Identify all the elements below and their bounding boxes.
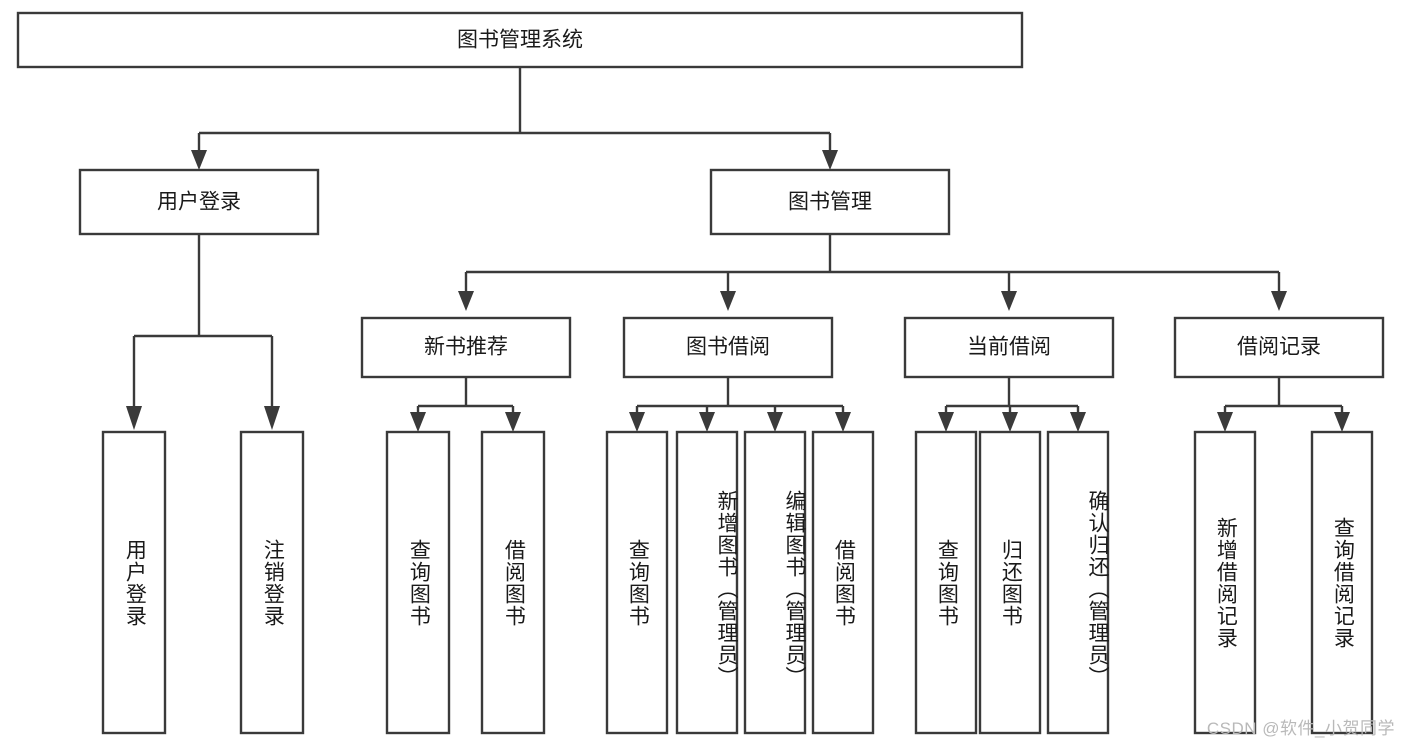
arrow-head-icon [191, 150, 207, 170]
node-leaf-user-login[interactable] [101, 430, 167, 735]
node-root[interactable] [16, 11, 1024, 69]
node-leaf-borrow-book-2[interactable] [811, 430, 875, 735]
node-book-management-label: 图书管理 [788, 191, 872, 214]
arrow-head-icon [720, 291, 736, 311]
connector-currentborrow-to-leaves [938, 377, 1086, 432]
arrow-head-icon [1002, 412, 1018, 432]
node-book-management[interactable] [709, 168, 951, 236]
node-current-borrow-label: 当前借阅 [967, 336, 1051, 359]
node-current-borrow[interactable] [903, 316, 1115, 379]
node-root-label: 图书管理系统 [457, 29, 583, 52]
node-leaf-query-book-2[interactable] [605, 430, 669, 735]
node-book-borrow-label: 图书借阅 [686, 336, 770, 359]
node-leaf-query-book-1[interactable] [385, 430, 451, 735]
node-new-book-recommend[interactable] [360, 316, 572, 379]
node-borrow-record[interactable] [1173, 316, 1385, 379]
node-book-borrow[interactable] [622, 316, 834, 379]
arrow-head-icon [1070, 412, 1086, 432]
arrow-head-icon [410, 412, 426, 432]
connector-root-to-level2 [191, 67, 838, 170]
arrow-head-icon [1001, 291, 1017, 311]
arrow-head-icon [126, 406, 142, 430]
connector-booking-to-level3 [458, 234, 1287, 311]
arrow-head-icon [458, 291, 474, 311]
node-leaf-add-book-admin[interactable] [675, 430, 739, 735]
node-leaf-borrow-book-1[interactable] [480, 430, 546, 735]
arrow-head-icon [264, 406, 280, 430]
connector-bookborrow-to-leaves [629, 377, 851, 432]
arrow-head-icon [835, 412, 851, 432]
node-leaf-logout[interactable] [239, 430, 305, 735]
node-user-login-label: 用户登录 [157, 191, 241, 214]
arrow-head-icon [505, 412, 521, 432]
watermark: CSDN @软件_小贺同学 [1206, 719, 1395, 738]
node-leaf-edit-book-admin[interactable] [743, 430, 807, 735]
node-leaf-query-book-3[interactable] [914, 430, 978, 735]
node-leaf-return-book[interactable] [978, 430, 1042, 735]
node-leaf-add-borrow-record[interactable] [1193, 430, 1257, 735]
node-borrow-record-label: 借阅记录 [1237, 336, 1321, 359]
arrow-head-icon [938, 412, 954, 432]
connector-userlogin-to-leaves [126, 234, 280, 430]
connector-borrowrecord-to-leaves [1217, 377, 1350, 432]
arrow-head-icon [629, 412, 645, 432]
arrow-head-icon [1217, 412, 1233, 432]
arrow-head-icon [767, 412, 783, 432]
node-new-book-recommend-label: 新书推荐 [424, 336, 508, 359]
arrow-head-icon [1334, 412, 1350, 432]
arrow-head-icon [1271, 291, 1287, 311]
node-user-login[interactable] [78, 168, 320, 236]
node-leaf-confirm-return-admin[interactable] [1046, 430, 1110, 735]
node-leaf-query-borrow-record[interactable] [1310, 430, 1374, 735]
arrow-head-icon [822, 150, 838, 170]
connector-newbook-to-leaves [410, 377, 521, 432]
arrow-head-icon [699, 412, 715, 432]
